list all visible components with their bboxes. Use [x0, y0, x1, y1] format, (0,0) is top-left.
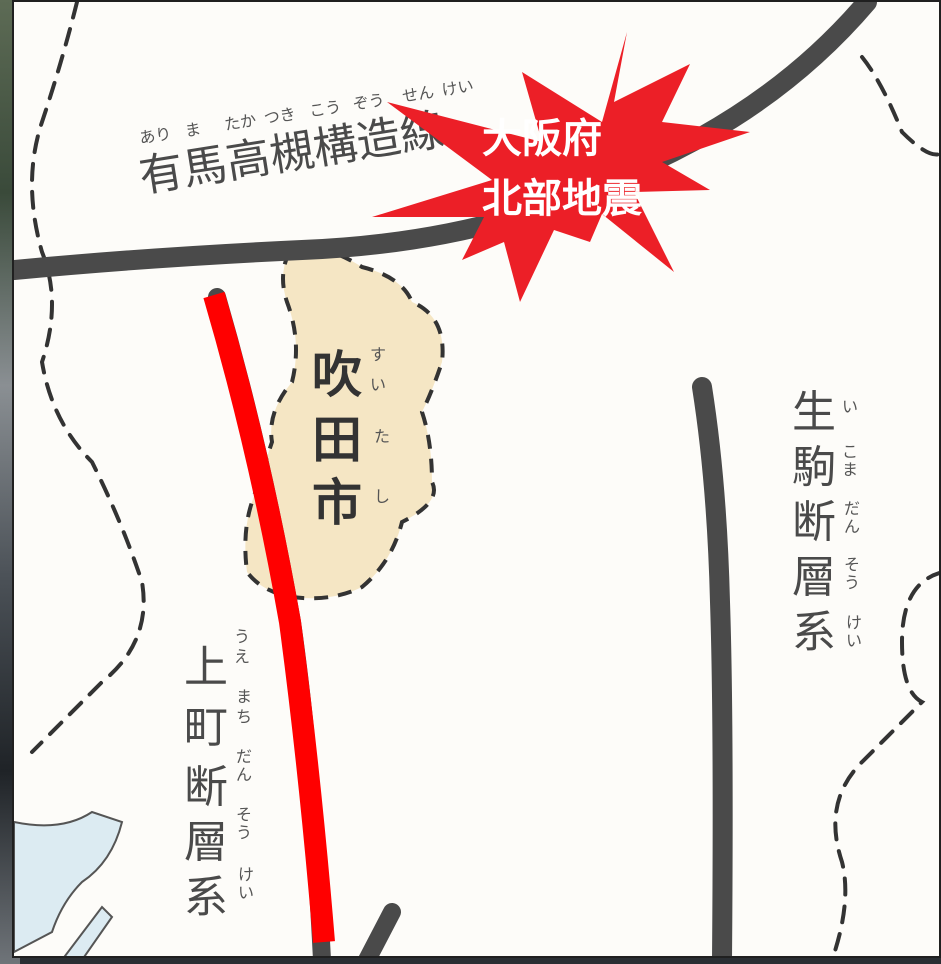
uemachi-ruby-5: だ — [236, 747, 252, 766]
suita-char-3: 市 — [312, 474, 362, 532]
ruby-5: こう — [308, 97, 343, 121]
suita-city-area — [243, 244, 445, 601]
ikoma-ruby-5: ん — [844, 517, 860, 536]
boundary-west — [30, 2, 146, 754]
ikoma-label: 生 駒 断 層 系 い こ ま だ ん そ う け い — [792, 387, 862, 658]
ruby-6: ぞう — [351, 90, 386, 114]
ikoma-char-2: 駒 — [792, 442, 836, 493]
ikoma-char-3: 断 — [792, 497, 836, 548]
map-panel: 有馬高槻構造線 あり ま たか つき こう ぞう せん けい 吹 田 市 す い… — [12, 0, 941, 958]
boundary-east — [860, 55, 939, 157]
ikoma-ruby-3: ま — [842, 460, 858, 479]
ikoma-ruby-1: い — [842, 397, 858, 416]
ruby-1: あり — [138, 124, 173, 148]
uemachi-ruby-8: う — [236, 823, 252, 842]
suita-label: 吹 田 市 す い た し — [312, 345, 390, 532]
ikoma-ruby-2: こ — [842, 442, 858, 461]
ruby-8: けい — [440, 76, 475, 100]
suita-ruby-4: し — [374, 487, 390, 506]
ikoma-fault-line — [692, 377, 733, 956]
uemachi-ruby-9: け — [238, 865, 254, 884]
uemachi-char-2: 町 — [184, 702, 228, 753]
water-area-2 — [63, 905, 114, 956]
boundary-lines — [30, 2, 939, 956]
water-area — [14, 810, 124, 954]
uemachi-ruby-4: ち — [236, 707, 252, 726]
ikoma-char-1: 生 — [792, 387, 836, 438]
uemachi-char-1: 上 — [184, 642, 228, 693]
ikoma-ruby-6: そ — [844, 555, 860, 574]
ruby-7: せん — [401, 82, 436, 106]
ikoma-char-4: 層 — [792, 552, 836, 603]
uemachi-ruby-1: う — [234, 627, 250, 646]
ikoma-ruby-9: い — [846, 631, 862, 650]
uemachi-ruby-6: ん — [236, 765, 252, 784]
earthquake-label-line2: 北部地震 — [482, 176, 642, 222]
suita-char-2: 田 — [312, 411, 362, 469]
ruby-3: たか — [223, 110, 258, 134]
ikoma-ruby-4: だ — [844, 499, 860, 518]
uemachi-ruby-3: ま — [236, 687, 252, 706]
uemachi-ruby-2: え — [234, 647, 250, 666]
uemachi-char-4: 層 — [184, 817, 228, 868]
arima-ruby: あり ま たか つき こう ぞう せん けい — [138, 76, 475, 148]
ruby-4: つき — [263, 104, 298, 128]
ikoma-ruby-7: う — [844, 573, 860, 592]
uemachi-fault-highlight — [203, 291, 335, 943]
suita-ruby-3: た — [374, 427, 390, 446]
ruby-2: ま — [184, 119, 203, 140]
suita-ruby-2: い — [370, 375, 386, 394]
suita-ruby-1: す — [370, 345, 386, 364]
earthquake-starburst — [372, 32, 750, 302]
uemachi-ruby-7: そ — [236, 805, 252, 824]
uemachi-char-3: 断 — [184, 762, 228, 813]
suita-char-1: 吹 — [312, 346, 362, 404]
earthquake-label-line1: 大阪府 — [482, 116, 602, 162]
uemachi-label: 上 町 断 層 系 う え ま ち だ ん そ う け い — [184, 627, 254, 923]
map-canvas: 有馬高槻構造線 あり ま たか つき こう ぞう せん けい 吹 田 市 す い… — [14, 2, 939, 956]
uemachi-fault-extension — [358, 903, 401, 956]
ikoma-ruby-8: け — [846, 613, 862, 632]
uemachi-char-5: 系 — [184, 872, 228, 923]
uemachi-ruby-10: い — [238, 883, 254, 902]
ikoma-char-5: 系 — [792, 607, 836, 658]
